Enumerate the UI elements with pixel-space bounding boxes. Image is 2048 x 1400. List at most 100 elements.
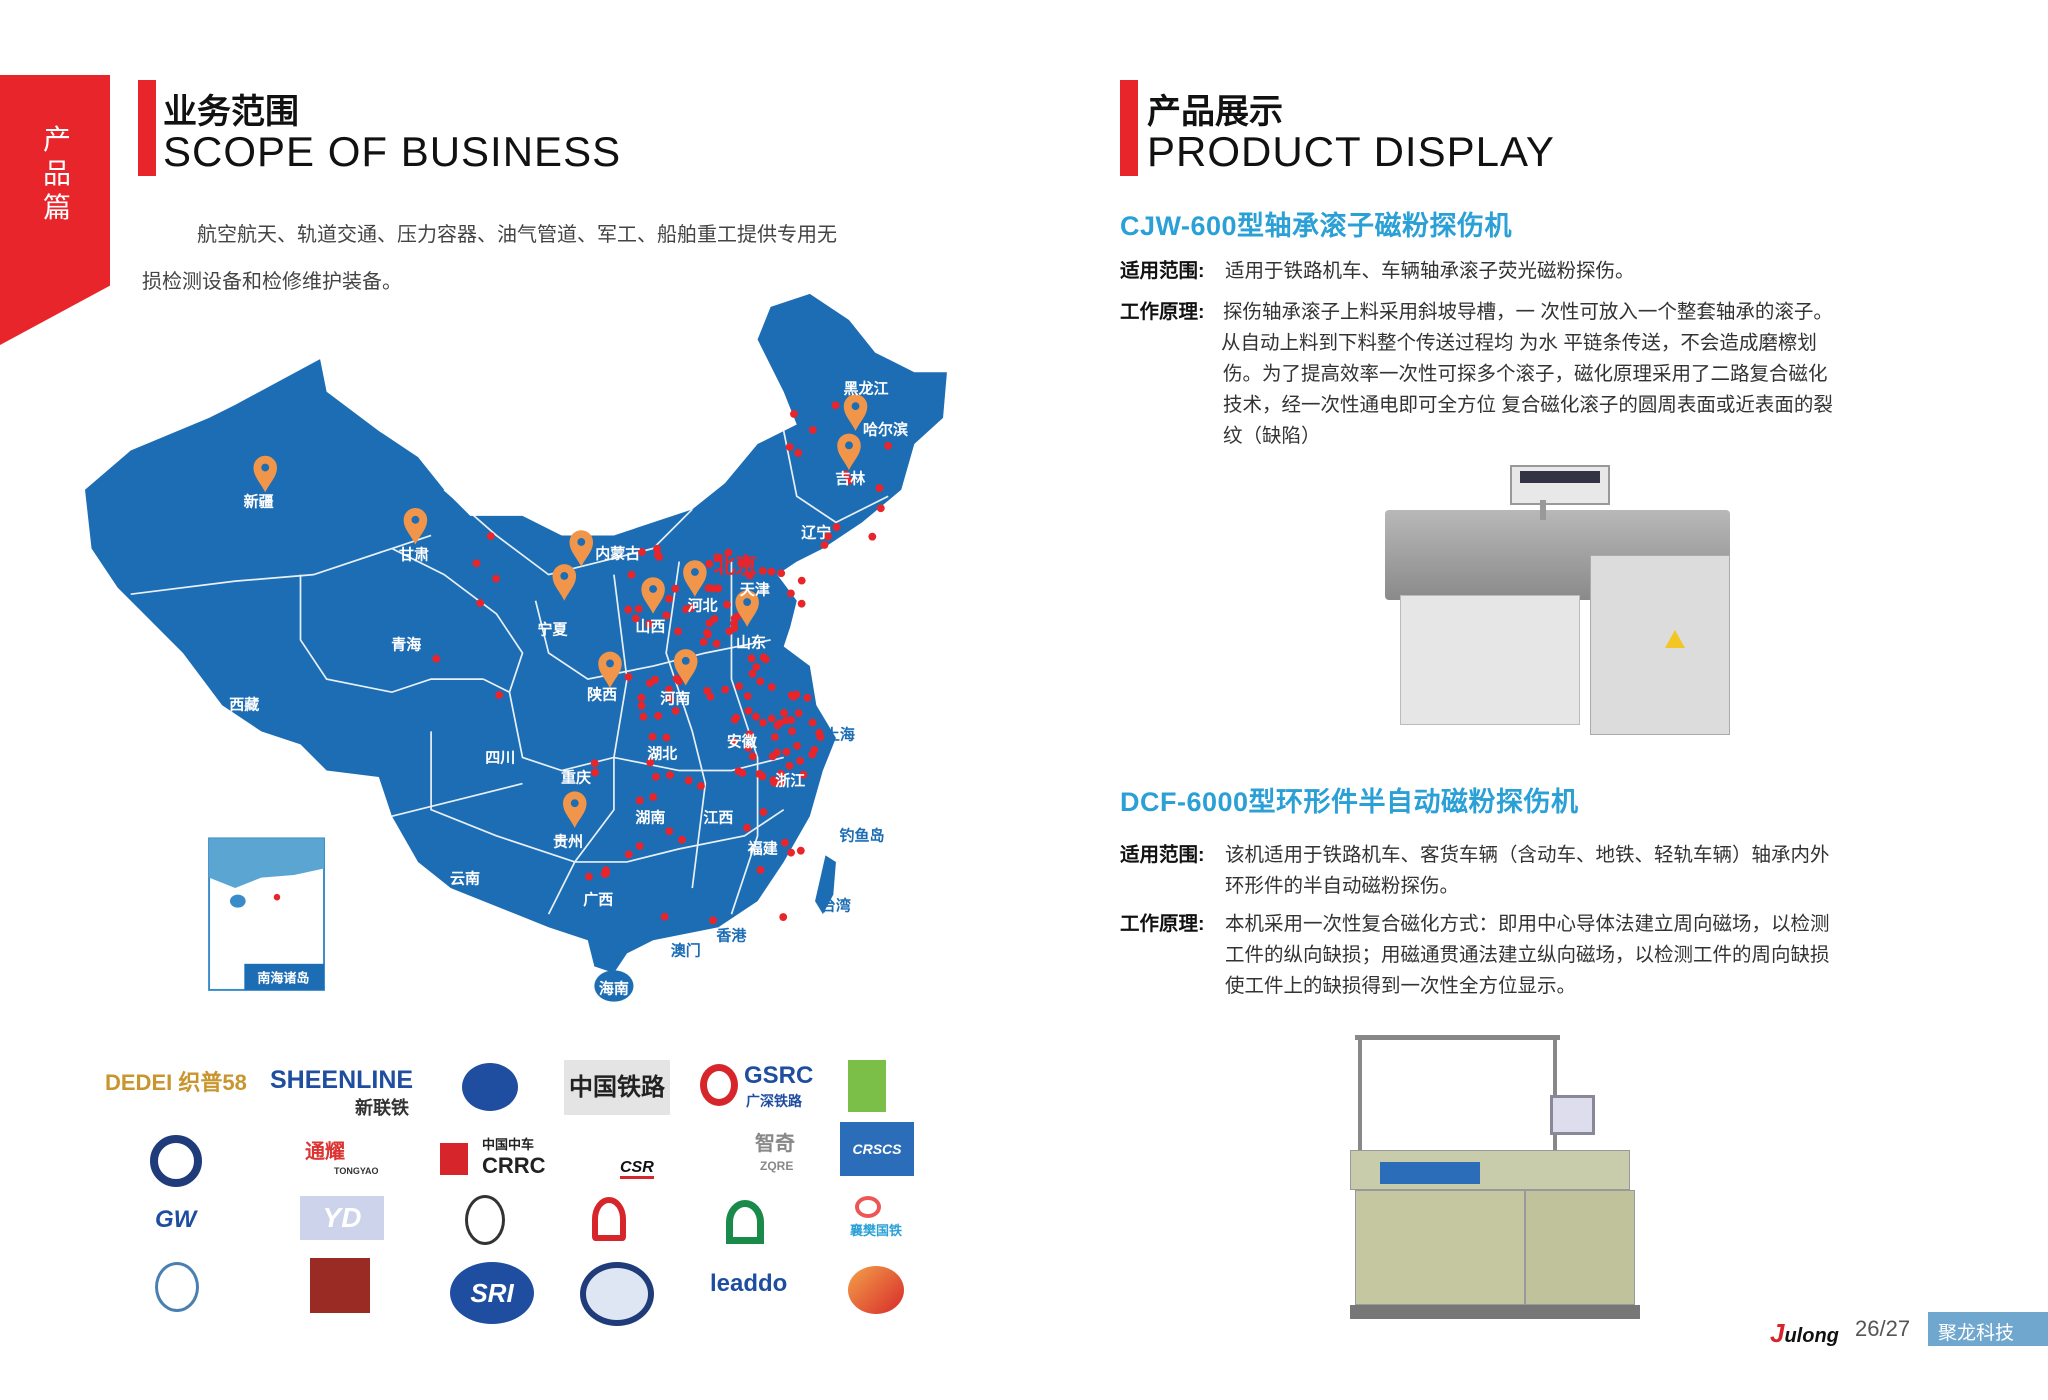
logo-seal-blue [155,1262,199,1312]
client-location-dot [662,611,671,620]
map-label: 贵州 [553,833,584,851]
client-location-dot [653,550,662,559]
client-location-dot [646,758,655,767]
client-location-dot [705,559,714,568]
client-location-dot [785,761,794,770]
machine-cabinet-2 [1355,1190,1525,1305]
footer-brand-logo: Julong [1770,1318,1839,1348]
map-label: 福建 [747,840,778,858]
map-label: 浙江 [775,772,806,790]
logo-crrc-cn: 中国中车 [482,1137,535,1152]
principle-line: 工件的纵向缺损；用磁通贯通法建立纵向磁场，以检测工件的周向缺损 [1225,944,1830,966]
map-label: 湖南 [635,809,666,827]
location-pin-icon [837,433,861,471]
principle-text: 探伤轴承滚子上料采用斜坡导槽，一 次性可放入一个整套轴承的滚子。 从自动上料到下… [1221,297,1923,452]
client-location-dot [744,743,753,752]
client-location-dot [767,567,776,576]
map-label: 河南 [660,690,691,708]
map-label: 山东 [736,634,767,652]
pin-center [649,585,658,593]
location-pin-icon [674,649,698,686]
client-location-dot [665,594,674,603]
client-location-dot [662,733,671,742]
map-label: 青海 [391,636,422,654]
map-label: 台湾 [820,897,851,915]
client-location-dot [645,679,654,688]
client-location-dot [713,553,722,562]
client-location-dot [627,570,636,579]
client-location-dot [793,741,801,750]
logo-gw: GW [155,1206,197,1233]
location-pin-icon [253,455,277,493]
map-label: 山西 [635,618,666,636]
logo-crrc: CRRC [482,1153,546,1178]
client-location-dot [752,663,761,671]
client-location-dot [709,584,717,593]
pin-center [690,568,699,576]
logo-csr: CSR [620,1160,654,1179]
section-tab-label: 产品篇 [42,124,71,223]
client-location-dot [788,727,796,736]
product-2-principle: 工作原理: 本机采用一次性复合磁化方式：即用中心导体法建立周向磁场，以检测 工件… [1120,909,1920,1005]
client-location-dot [637,701,646,710]
map-label: 江西 [703,809,734,827]
client-location-dot [735,682,743,691]
location-pin-icon [641,577,665,614]
principle-label: 工作原理: [1120,913,1205,935]
logo-tongyao: 通耀 [305,1141,345,1163]
client-location-dot [703,628,712,637]
map-label: 甘肃 [399,546,430,564]
location-pin-icon [569,530,594,567]
client-location-dot [748,669,757,678]
client-location-dot [737,559,745,568]
client-location-dot [799,770,808,779]
pin-center [261,463,270,472]
client-location-dot [780,708,788,717]
page-number: 26/27 [1855,1316,1911,1341]
product-1-principle: 工作原理: 探伤轴承滚子上料采用斜坡导槽，一 次性可放入一个整套轴承的滚子。 从… [1120,297,1920,457]
client-location-dot [743,823,751,832]
location-pin-icon [843,394,868,431]
scope-label: 适用范围: [1120,260,1205,282]
client-location-dot [590,759,599,768]
client-location-dot [638,548,646,556]
client-location-dot [492,574,500,583]
map-label: 北京 [713,552,758,578]
client-location-dot [773,748,781,757]
map-label: 香港 [716,927,747,945]
map-label: 辽宁 [801,524,832,542]
client-location-dot [770,778,779,787]
client-location-dot [631,614,640,623]
map-taiwan [815,855,836,915]
client-location-dot [776,769,785,778]
client-location-dot [666,694,675,703]
client-location-dot [748,752,757,761]
scope-line: 环形件的半自动磁粉探伤。 [1225,875,1460,897]
section-tab: 产品篇 [0,75,110,345]
pin-center [743,598,752,606]
map-label: 陕西 [587,686,618,704]
principle-line: 伤。为了提高效率一次性可探多个滚子，磁化原理采用了二路复合磁化 [1223,363,1828,385]
client-location-dot [752,712,760,721]
client-location-dot [666,771,674,779]
client-location-dot [777,569,786,578]
logo-zqre: 智奇 [755,1133,795,1155]
product-title-cn: 产品展示 [1147,93,1283,131]
logo-sheenline: SHEENLINE [270,1066,414,1094]
client-location-dot [773,721,782,730]
machine-base [1350,1305,1640,1319]
principle-label: 工作原理: [1120,301,1205,323]
client-location-dot [743,692,752,701]
logo-xiangfan: 襄樊国铁 [850,1223,903,1238]
location-pin-icon [735,590,759,627]
client-location-dot [794,709,803,718]
logo-crrc-mark [440,1143,468,1175]
logo-xiangfan-mark [855,1196,881,1218]
client-location-dot [744,706,753,715]
title-accent-bar-right [1120,80,1138,176]
client-location-dot [738,769,747,777]
map-label: 吉林 [835,470,866,488]
principle-line: 探伤轴承滚子上料采用斜坡导槽，一 次性可放入一个整套轴承的滚子。 [1223,301,1833,323]
client-location-dot [876,504,885,513]
